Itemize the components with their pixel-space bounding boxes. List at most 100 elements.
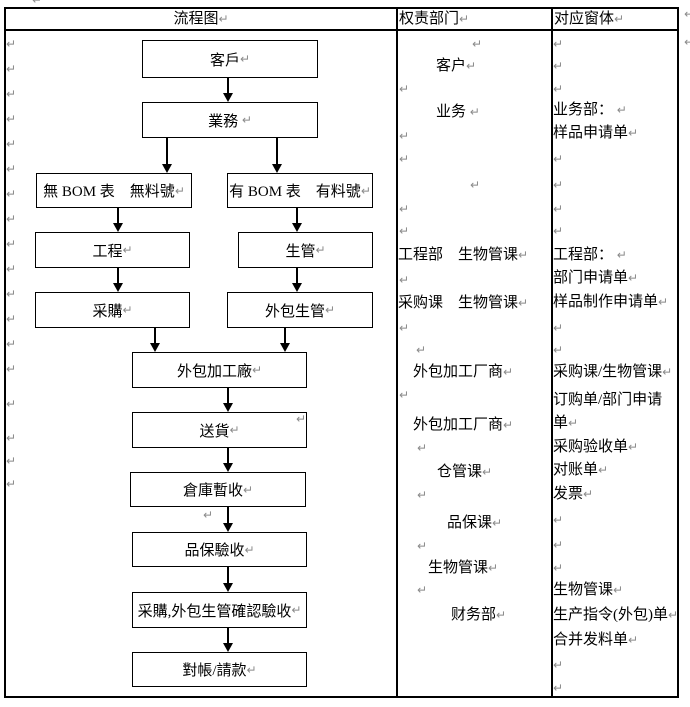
paragraph-mark: ↵	[518, 296, 529, 310]
flow-arrow-line	[227, 78, 229, 94]
paragraph-mark: ↵	[482, 465, 493, 479]
paragraph-mark: ↵	[241, 113, 252, 127]
dept-text-line: 采购课 生物管课↵	[398, 294, 528, 312]
paragraph-mark: ↵	[229, 423, 240, 437]
form-text-line: 部门申请单↵	[553, 269, 638, 287]
flow-arrow-line	[284, 328, 286, 344]
paragraph-mark: ↵	[174, 183, 185, 198]
flow-arrow-line	[276, 138, 278, 165]
paragraph-mark: ↵	[6, 454, 17, 468]
paragraph-mark: ↵	[459, 12, 470, 26]
dept-text-line: 仓管课↵	[437, 463, 492, 481]
empty-line: ↵	[417, 439, 427, 457]
dept-label: 外包加工厂商	[413, 417, 504, 433]
paragraph-mark: ↵	[6, 431, 17, 445]
flow-box-qa-inspection: 品保驗收↵	[132, 532, 307, 567]
paragraph-mark: ↵	[417, 539, 428, 553]
flow-arrow-line	[227, 448, 229, 464]
form-text-line: 订购单/部门申请	[553, 391, 662, 409]
flow-box-has-bom-has-partno: 有 BOM 表 有料號↵	[227, 173, 373, 208]
flow-arrow-line	[117, 268, 119, 284]
empty-line: ↵	[399, 386, 409, 404]
paragraph-mark: ↵	[598, 463, 609, 477]
flow-arrow-head	[272, 164, 282, 173]
paragraph-mark: ↵	[399, 152, 410, 166]
paragraph-mark: ↵	[6, 62, 17, 76]
paragraph-mark: ↵	[315, 243, 326, 257]
paragraph-mark: ↵	[399, 82, 410, 96]
paragraph-mark: ↵	[614, 12, 625, 26]
flow-arrow-head	[113, 283, 123, 292]
paragraph-mark: ↵	[399, 321, 410, 335]
empty-line: ↵	[553, 200, 563, 218]
dept-label: 仓管课	[437, 464, 483, 480]
flow-arrow-head	[223, 463, 233, 472]
paragraph-mark: ↵	[553, 82, 564, 96]
flow-box-delivery: 送貨↵	[132, 412, 307, 448]
flow-box-purchasing: 采購↵	[35, 292, 190, 328]
form-label: 样品制作申请单	[553, 294, 659, 310]
paragraph-mark: ↵	[658, 295, 669, 309]
paragraph-mark: ↵	[6, 162, 17, 176]
form-label: 发票	[553, 486, 584, 502]
flow-box-reconciliation-payment: 對帳/請款↵	[132, 652, 307, 687]
dept-text-line: 工程部 生物管课↵	[398, 246, 528, 264]
paragraph-mark: ↵	[616, 248, 627, 262]
paragraph-mark: ↵	[488, 561, 499, 575]
dept-label: 客户	[436, 58, 467, 74]
flow-arrow-head	[223, 523, 233, 532]
form-text-line: 单↵	[553, 414, 578, 432]
paragraph-mark: ↵	[6, 262, 17, 276]
dept-label: 业务	[436, 104, 470, 120]
paragraph-mark: ↵	[246, 662, 257, 677]
flow-arrow-line	[227, 628, 229, 644]
form-text-line: 样品申请单↵	[553, 124, 638, 142]
empty-line: ↵	[399, 80, 409, 98]
empty-line: ↵	[553, 150, 563, 168]
flow-box-label: 業務	[208, 113, 242, 130]
paragraph-mark: ↵	[6, 87, 17, 101]
form-label: 部门申请单	[553, 270, 629, 286]
empty-line: ↵	[399, 271, 409, 289]
empty-line: ↵	[553, 679, 563, 697]
paragraph-mark: ↵	[628, 126, 639, 140]
flow-arrow-line	[166, 138, 168, 165]
flow-arrow-head	[223, 643, 233, 652]
empty-line: ↵	[399, 127, 409, 145]
paragraph-mark: ↵	[492, 516, 503, 530]
form-label: 生产指令(外包)单	[553, 607, 668, 623]
flow-box-label: 客戶	[209, 52, 240, 69]
form-text-line: 采购课/生物管课↵	[553, 363, 672, 381]
paragraph-mark: ↵	[6, 287, 17, 301]
paragraph-mark: ↵	[417, 441, 428, 455]
flow-box-outsource-factory: 外包加工廠↵	[132, 352, 307, 388]
dept-text-line: 生物管课↵	[428, 559, 498, 577]
paragraph-mark: ↵	[6, 312, 17, 326]
paragraph-mark: ↵	[417, 488, 428, 502]
paragraph-mark: ↵	[684, 7, 690, 21]
flow-arrow-line	[154, 328, 156, 344]
paragraph-mark: ↵	[553, 513, 564, 527]
flow-box-label: 無 BOM 表 無料號	[43, 184, 175, 200]
paragraph-mark: ↵	[553, 538, 564, 552]
paragraph-mark: ↵	[218, 12, 229, 26]
paragraph-mark: ↵	[503, 418, 514, 432]
paragraph-mark: ↵	[553, 343, 564, 357]
paragraph-mark: ↵	[553, 658, 564, 672]
paragraph-mark: ↵	[628, 440, 639, 454]
paragraph-mark: ↵	[518, 248, 529, 262]
paragraph-mark: ↵	[291, 603, 302, 617]
empty-line: ↵	[399, 319, 409, 337]
flow-arrow-head	[150, 343, 160, 352]
paragraph-mark: ↵	[417, 583, 428, 597]
paragraph-mark: ↵	[6, 362, 17, 376]
paragraph-mark: ↵	[399, 224, 410, 238]
form-text-line: 对账单↵	[553, 461, 608, 479]
column-divider-1	[396, 7, 398, 698]
form-label: 工程部：	[553, 247, 617, 263]
dept-label: 采购课 生物管课	[398, 295, 519, 311]
header-row-divider	[4, 29, 679, 31]
flow-arrow-line	[227, 388, 229, 404]
form-text-line: 工程部： ↵	[553, 246, 627, 264]
form-text-line: 业务部： ↵	[553, 101, 627, 119]
